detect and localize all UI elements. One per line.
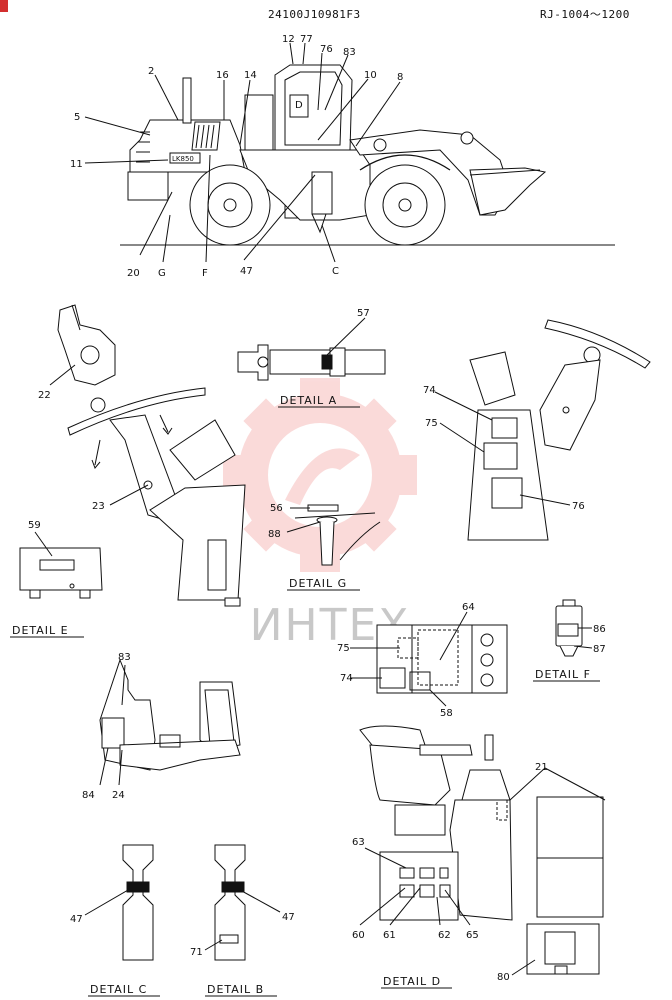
callout-59: 59 xyxy=(28,520,41,531)
callout-47: 47 xyxy=(240,266,253,277)
callout-75: 75 xyxy=(425,418,438,429)
callout-47-detail-c: 47 xyxy=(70,914,83,925)
callout-47-detail-b: 47 xyxy=(282,912,295,923)
serial-range: RJ-1004〜1200 xyxy=(540,8,630,21)
callout-F: F xyxy=(202,268,208,279)
callout-16: 16 xyxy=(216,70,229,81)
callout-61: 61 xyxy=(383,930,396,941)
callout-14: 14 xyxy=(244,70,257,81)
callout-21: 21 xyxy=(535,762,548,773)
callout-22: 22 xyxy=(38,390,51,401)
detail-e-title: DETAIL E xyxy=(12,624,69,637)
callout-74: 74 xyxy=(423,385,436,396)
panel-detail-drawing xyxy=(350,611,508,707)
callout-8: 8 xyxy=(397,72,403,83)
detail-f-drawing xyxy=(555,599,593,657)
detail-a-drawing xyxy=(237,317,386,381)
detail-c-title: DETAIL C xyxy=(90,983,147,996)
detail-c-drawing xyxy=(84,844,154,961)
callout-11: 11 xyxy=(70,159,83,170)
callout-83: 83 xyxy=(343,47,356,58)
callout-23: 23 xyxy=(92,501,105,512)
detail-e-drawing xyxy=(19,531,103,599)
callout-87: 87 xyxy=(593,644,606,655)
callout-83-cab: 83 xyxy=(118,652,131,663)
callout-24: 24 xyxy=(112,790,125,801)
handle-22-drawing xyxy=(49,304,116,386)
callout-84: 84 xyxy=(82,790,95,801)
callout-12: 12 xyxy=(282,34,295,45)
callout-C: C xyxy=(332,266,339,277)
callout-20: 20 xyxy=(127,268,140,279)
detail-f-title: DETAIL F xyxy=(535,668,591,681)
callout-76: 76 xyxy=(320,44,333,55)
callout-86: 86 xyxy=(593,624,606,635)
main-leaders xyxy=(84,42,401,263)
callout-56: 56 xyxy=(270,503,283,514)
callout-80: 80 xyxy=(497,972,510,983)
steering-column-left-drawing xyxy=(67,387,246,607)
callout-71: 71 xyxy=(190,947,203,958)
detail-d-drawing xyxy=(359,725,606,976)
wheel-loader-drawing: LK850 xyxy=(120,64,615,246)
detail-g-title: DETAIL G xyxy=(289,577,347,590)
callout-57: 57 xyxy=(357,308,370,319)
part-code: 24100J10981F3 xyxy=(268,8,361,21)
cab-side-drawing xyxy=(99,658,241,786)
steering-column-right-drawing xyxy=(434,319,651,541)
callout-D: D xyxy=(295,100,303,111)
callout-88: 88 xyxy=(268,529,281,540)
callout-60: 60 xyxy=(352,930,365,941)
callout-65: 65 xyxy=(466,930,479,941)
callout-58: 58 xyxy=(440,708,453,719)
callout-10: 10 xyxy=(364,70,377,81)
callout-63: 63 xyxy=(352,837,365,848)
callout-2: 2 xyxy=(148,66,154,77)
callout-76-right: 76 xyxy=(572,501,585,512)
callout-77: 77 xyxy=(300,34,313,45)
callout-64: 64 xyxy=(462,602,475,613)
callout-G: G xyxy=(158,268,166,279)
detail-b-title: DETAIL B xyxy=(207,983,264,996)
callout-74-panel: 74 xyxy=(340,673,353,684)
corner-mark xyxy=(0,0,8,12)
callout-62: 62 xyxy=(438,930,451,941)
detail-g-drawing xyxy=(286,504,381,566)
model-badge: LK850 xyxy=(172,155,194,163)
callout-75-panel: 75 xyxy=(337,643,350,654)
detail-a-title: DETAIL A xyxy=(280,394,337,407)
detail-b-drawing xyxy=(204,844,281,961)
callout-5: 5 xyxy=(74,112,80,123)
detail-d-title: DETAIL D xyxy=(383,975,441,988)
